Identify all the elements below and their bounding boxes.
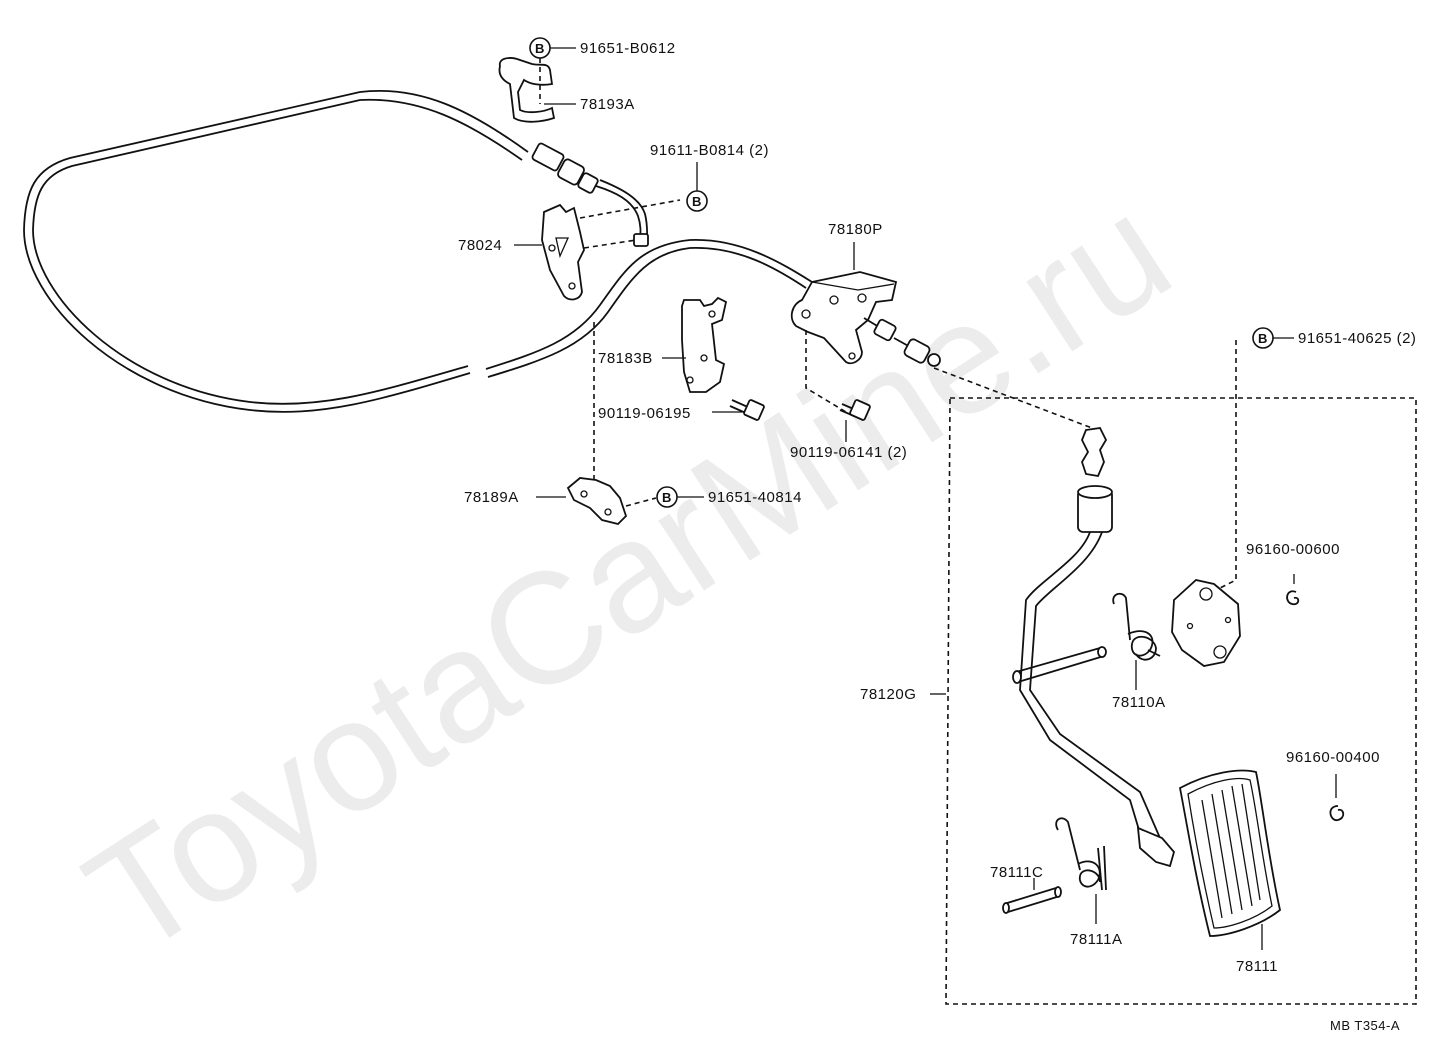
bolt-marker-b-text: B [662, 490, 671, 505]
label-78111: 78111 [1236, 958, 1278, 975]
assembly-frame-78120G [945, 397, 1417, 1005]
bracket-78024 [541, 203, 585, 301]
label-91651-B0612: 91651-B0612 [580, 40, 676, 57]
label-78180P: 78180P [828, 221, 883, 238]
clamp-78189A [566, 477, 628, 525]
pedal-pad-78111 [1178, 769, 1282, 937]
bolt-90119-06195 [729, 399, 765, 421]
label-78110A: 78110A [1112, 694, 1166, 711]
pedal-bracket [1171, 579, 1241, 667]
label-78111A: 78111A [1070, 931, 1123, 948]
clip-96160-00600 [1286, 590, 1300, 606]
bolt-marker-b-text: B [535, 41, 544, 56]
diagram-code: MB T354-A [1330, 1018, 1400, 1033]
label-78120G: 78120G [860, 686, 916, 703]
accelerator-cable [23, 90, 813, 413]
label-78193A: 78193A [580, 96, 635, 113]
pin-78111C [1002, 886, 1062, 914]
label-96160-00400: 96160-00400 [1286, 749, 1380, 766]
bolt-marker-b-text: B [1258, 331, 1267, 346]
bolt-marker-b-text: B [692, 194, 701, 209]
link-78180P [790, 271, 941, 367]
label-78189A: 78189A [464, 489, 519, 506]
bolt-90119-06141 [839, 399, 871, 421]
label-91651-40814: 91651-40814 [708, 489, 802, 506]
label-91611-B0814: 91611-B0814 (2) [650, 142, 769, 159]
label-90119-06141: 90119-06141 (2) [790, 444, 907, 461]
label-78111C: 78111C [990, 864, 1043, 881]
pedal-arm [1019, 427, 1175, 868]
spring-78111A [1055, 817, 1107, 891]
pivot-shaft [1012, 646, 1107, 684]
bracket-78183B [681, 296, 728, 393]
spring-78110A [1112, 592, 1161, 661]
label-78024: 78024 [458, 237, 502, 254]
clamp-78193A [498, 57, 556, 123]
label-96160-00600: 96160-00600 [1246, 541, 1340, 558]
label-91651-40625: 91651-40625 (2) [1298, 330, 1416, 347]
label-78183B: 78183B [598, 350, 653, 367]
label-90119-06195: 90119-06195 [598, 405, 691, 422]
clip-96160-00400 [1329, 805, 1345, 821]
